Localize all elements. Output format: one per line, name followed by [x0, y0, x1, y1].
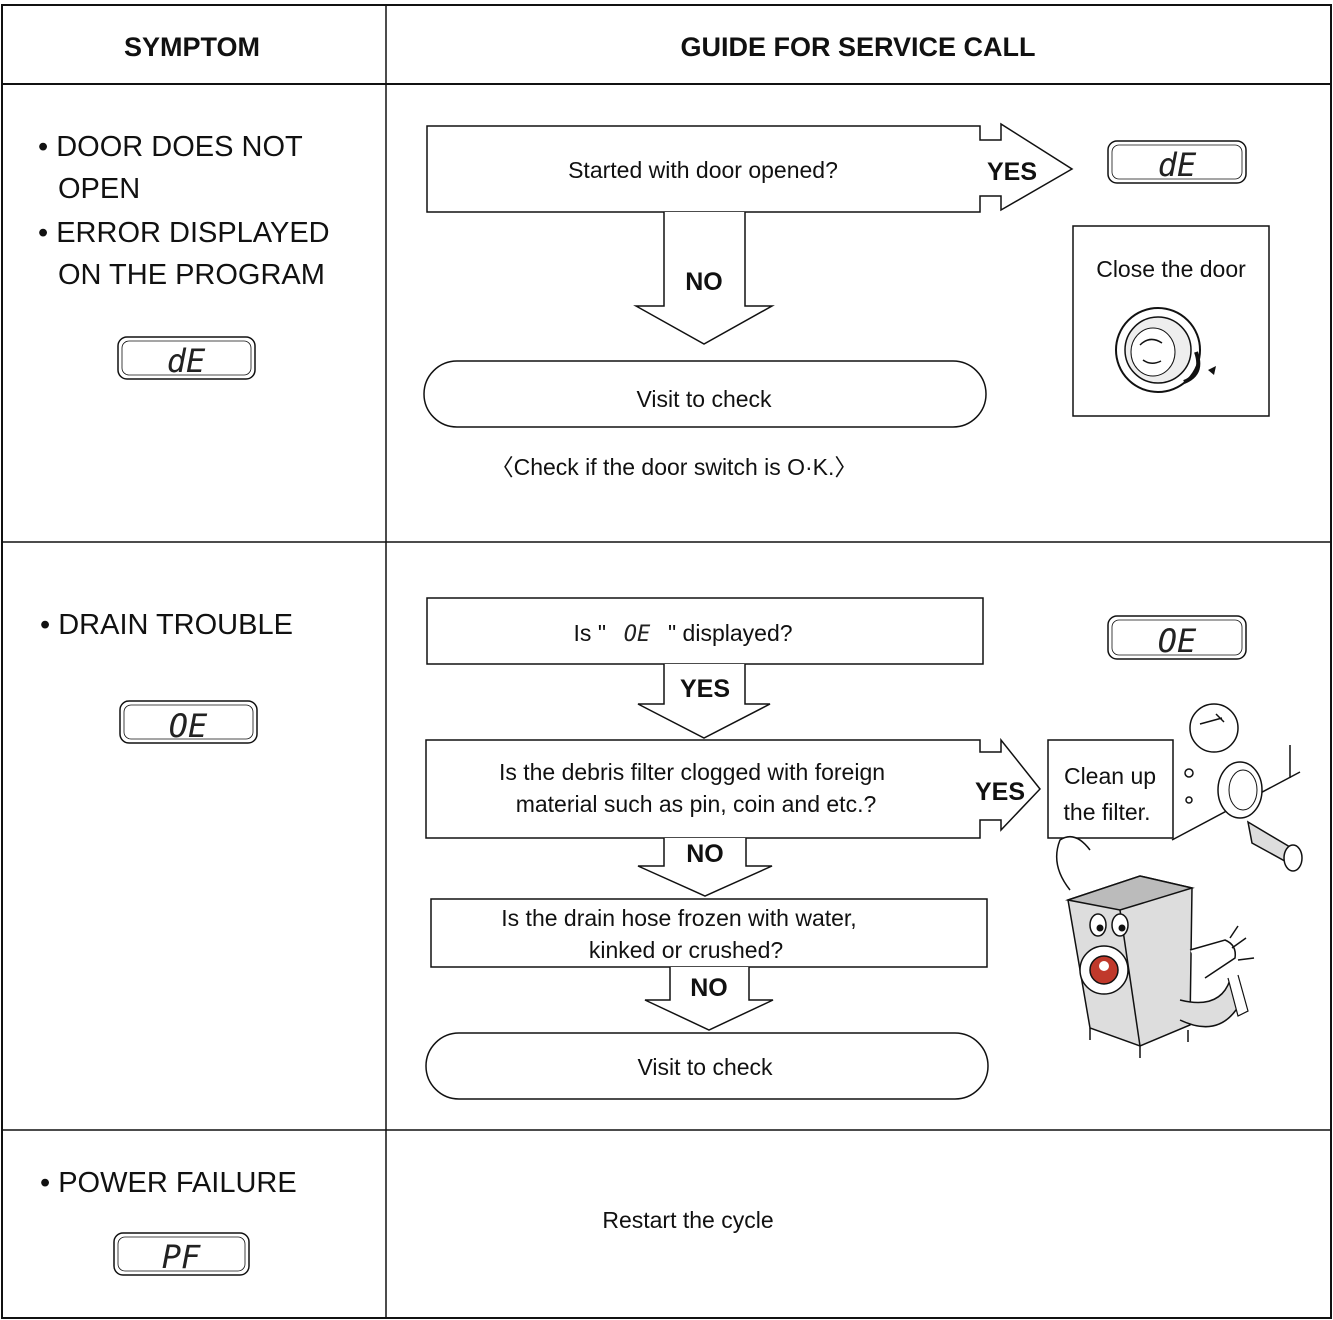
- question-box: [426, 597, 984, 665]
- no-label: NO: [686, 840, 724, 868]
- yes-label: YES: [680, 675, 730, 703]
- question-text: Is the debris filter clogged with foreig…: [499, 759, 885, 785]
- question-text: material such as pin, coin and etc.?: [516, 791, 877, 817]
- yes-label: YES: [987, 158, 1037, 186]
- filter-illustration: [1171, 703, 1303, 872]
- visit-text: Visit to check: [637, 1054, 773, 1080]
- symptom-line: ON THE PROGRAM: [58, 259, 325, 291]
- note-text: 〈Check if the door switch is O·K.〉: [491, 454, 858, 480]
- washer-illustration: [1055, 835, 1255, 1058]
- down-arrow: [644, 967, 774, 1031]
- visit-box: [423, 360, 987, 428]
- error-display-badge: OE: [119, 700, 258, 745]
- display-code: OE: [624, 622, 651, 647]
- question-box: [426, 122, 1074, 213]
- display-code: dE: [167, 342, 206, 380]
- row-door: • DOOR DOES NOT OPEN • ERROR DISPLAYED O…: [38, 122, 1270, 480]
- action-text: Close the door: [1096, 256, 1246, 282]
- visit-text: Visit to check: [636, 386, 772, 412]
- action-text: Clean up: [1064, 763, 1156, 789]
- visit-box: [425, 1032, 989, 1100]
- question-text: kinked or crushed?: [589, 937, 783, 963]
- display-code: dE: [1158, 146, 1197, 184]
- question-text: " displayed?: [668, 620, 793, 646]
- display-code: OE: [1158, 622, 1197, 660]
- question-box: [425, 737, 1041, 839]
- question-text: Is the drain hose frozen with water,: [501, 905, 856, 931]
- yes-label: YES: [975, 778, 1025, 806]
- guide-text: Restart the cycle: [602, 1207, 773, 1233]
- display-code: OE: [169, 707, 208, 745]
- error-display-badge: PF: [113, 1232, 250, 1276]
- symptom-line: • DOOR DOES NOT: [38, 131, 303, 163]
- row-drain: • DRAIN TROUBLE OE Is " OE " displayed? …: [40, 597, 1303, 1100]
- symptom-header: SYMPTOM: [124, 32, 260, 62]
- action-box: [1047, 739, 1174, 839]
- table-frame: [1, 4, 1332, 1319]
- no-label: NO: [685, 268, 723, 296]
- door-illustration: [1115, 307, 1216, 393]
- down-arrow: [633, 212, 775, 345]
- question-text: Started with door opened?: [568, 157, 838, 183]
- action-text: the filter.: [1064, 799, 1151, 825]
- question-box: [430, 898, 988, 968]
- row-power: • POWER FAILURE PF Restart the cycle: [40, 1167, 774, 1276]
- symptom-line: • DRAIN TROUBLE: [40, 609, 293, 641]
- question-text: Is ": [574, 620, 606, 646]
- symptom-line: OPEN: [58, 173, 140, 205]
- symptom-line: • ERROR DISPLAYED: [38, 217, 330, 249]
- no-label: NO: [690, 974, 728, 1002]
- symptom-line: • POWER FAILURE: [40, 1167, 297, 1199]
- side-display-badge: OE: [1107, 615, 1247, 660]
- down-arrow: [637, 838, 773, 897]
- error-display-badge: dE: [117, 336, 256, 380]
- yes-display-badge: dE: [1107, 140, 1247, 184]
- display-code: PF: [162, 1238, 201, 1276]
- down-arrow: [637, 664, 771, 739]
- guide-header: GUIDE FOR SERVICE CALL: [680, 32, 1035, 62]
